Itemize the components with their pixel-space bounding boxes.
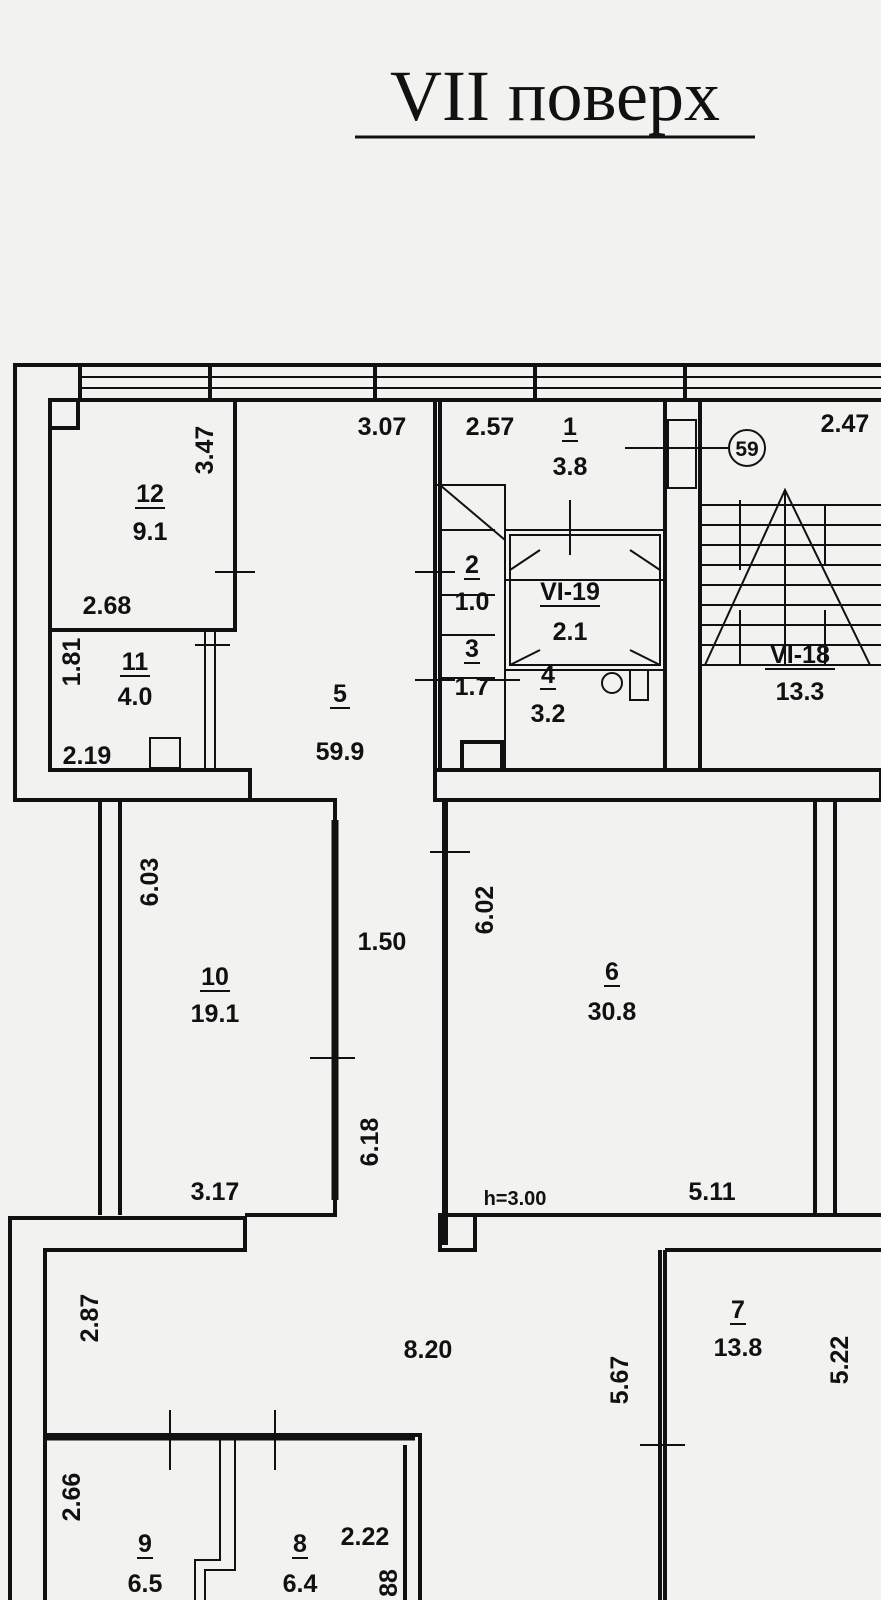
room-number: VI-18 <box>770 641 830 669</box>
ceiling-height: h=3.00 <box>484 1188 547 1210</box>
floor-title: VII поверх <box>390 56 720 136</box>
dimension: 8.20 <box>404 1336 453 1364</box>
room-number: 11 <box>122 648 149 676</box>
dimension: 3.07 <box>358 413 407 441</box>
room-area: 59.9 <box>316 738 365 766</box>
dimension: 3.17 <box>191 1178 240 1206</box>
room-number: 2 <box>465 551 479 579</box>
room-area: 6.5 <box>128 1570 163 1598</box>
room-number: 4 <box>541 661 555 689</box>
dimension: 6.18 <box>356 1118 384 1167</box>
dimension: 2.87 <box>76 1294 104 1343</box>
dimension: 5.22 <box>826 1336 854 1385</box>
dimension: 88 <box>375 1569 403 1597</box>
room-area: 6.4 <box>283 1570 318 1598</box>
room-area: 13.3 <box>776 678 825 706</box>
room-number: VI-19 <box>540 578 600 606</box>
dimension: 1.81 <box>58 638 86 687</box>
room-area: 2.1 <box>553 618 588 646</box>
room-area: 13.8 <box>714 1334 763 1362</box>
dimension-labels: 3.07 2.57 2.47 3.47 2.68 1.81 2.19 6.03 … <box>58 410 869 1597</box>
room-number: 12 <box>136 480 164 508</box>
dimension: 2.47 <box>821 410 870 438</box>
room-area: 19.1 <box>191 1000 240 1028</box>
room-area: 1.7 <box>455 673 490 701</box>
room-area: 1.0 <box>455 588 490 616</box>
dimension: 1.50 <box>358 928 407 956</box>
dimension: 2.19 <box>63 742 112 770</box>
stair-marker-circle <box>728 429 766 467</box>
room-number: 1 <box>563 413 577 441</box>
room-area: 30.8 <box>588 998 637 1026</box>
room-number: 9 <box>138 1530 152 1558</box>
dimension: 6.03 <box>136 858 164 907</box>
room-number: 3 <box>465 635 479 663</box>
walls <box>8 363 881 1600</box>
room-number: 6 <box>605 958 619 986</box>
dimension: 2.66 <box>58 1473 86 1522</box>
dimension: 2.68 <box>83 592 132 620</box>
dimension: 3.47 <box>191 426 219 475</box>
room-area: 3.2 <box>531 700 566 728</box>
dimension: 5.11 <box>688 1178 735 1206</box>
room-number: 8 <box>293 1530 307 1558</box>
room-labels: 12 9.1 11 4.0 5 59.9 1 3.8 2 1.0 VI-19 2… <box>118 413 835 1598</box>
stair-marker: 59 <box>735 438 758 461</box>
room-number: 10 <box>201 963 229 991</box>
room-number: 7 <box>731 1296 745 1324</box>
dimension: 5.67 <box>606 1356 634 1405</box>
dimension: 2.57 <box>466 413 515 441</box>
room-area: 4.0 <box>118 683 153 711</box>
dimension: 6.02 <box>471 886 499 935</box>
room-area: 3.8 <box>553 453 588 481</box>
room-number: 5 <box>333 680 347 708</box>
room-area: 9.1 <box>133 518 168 546</box>
dimension: 2.22 <box>341 1523 390 1551</box>
